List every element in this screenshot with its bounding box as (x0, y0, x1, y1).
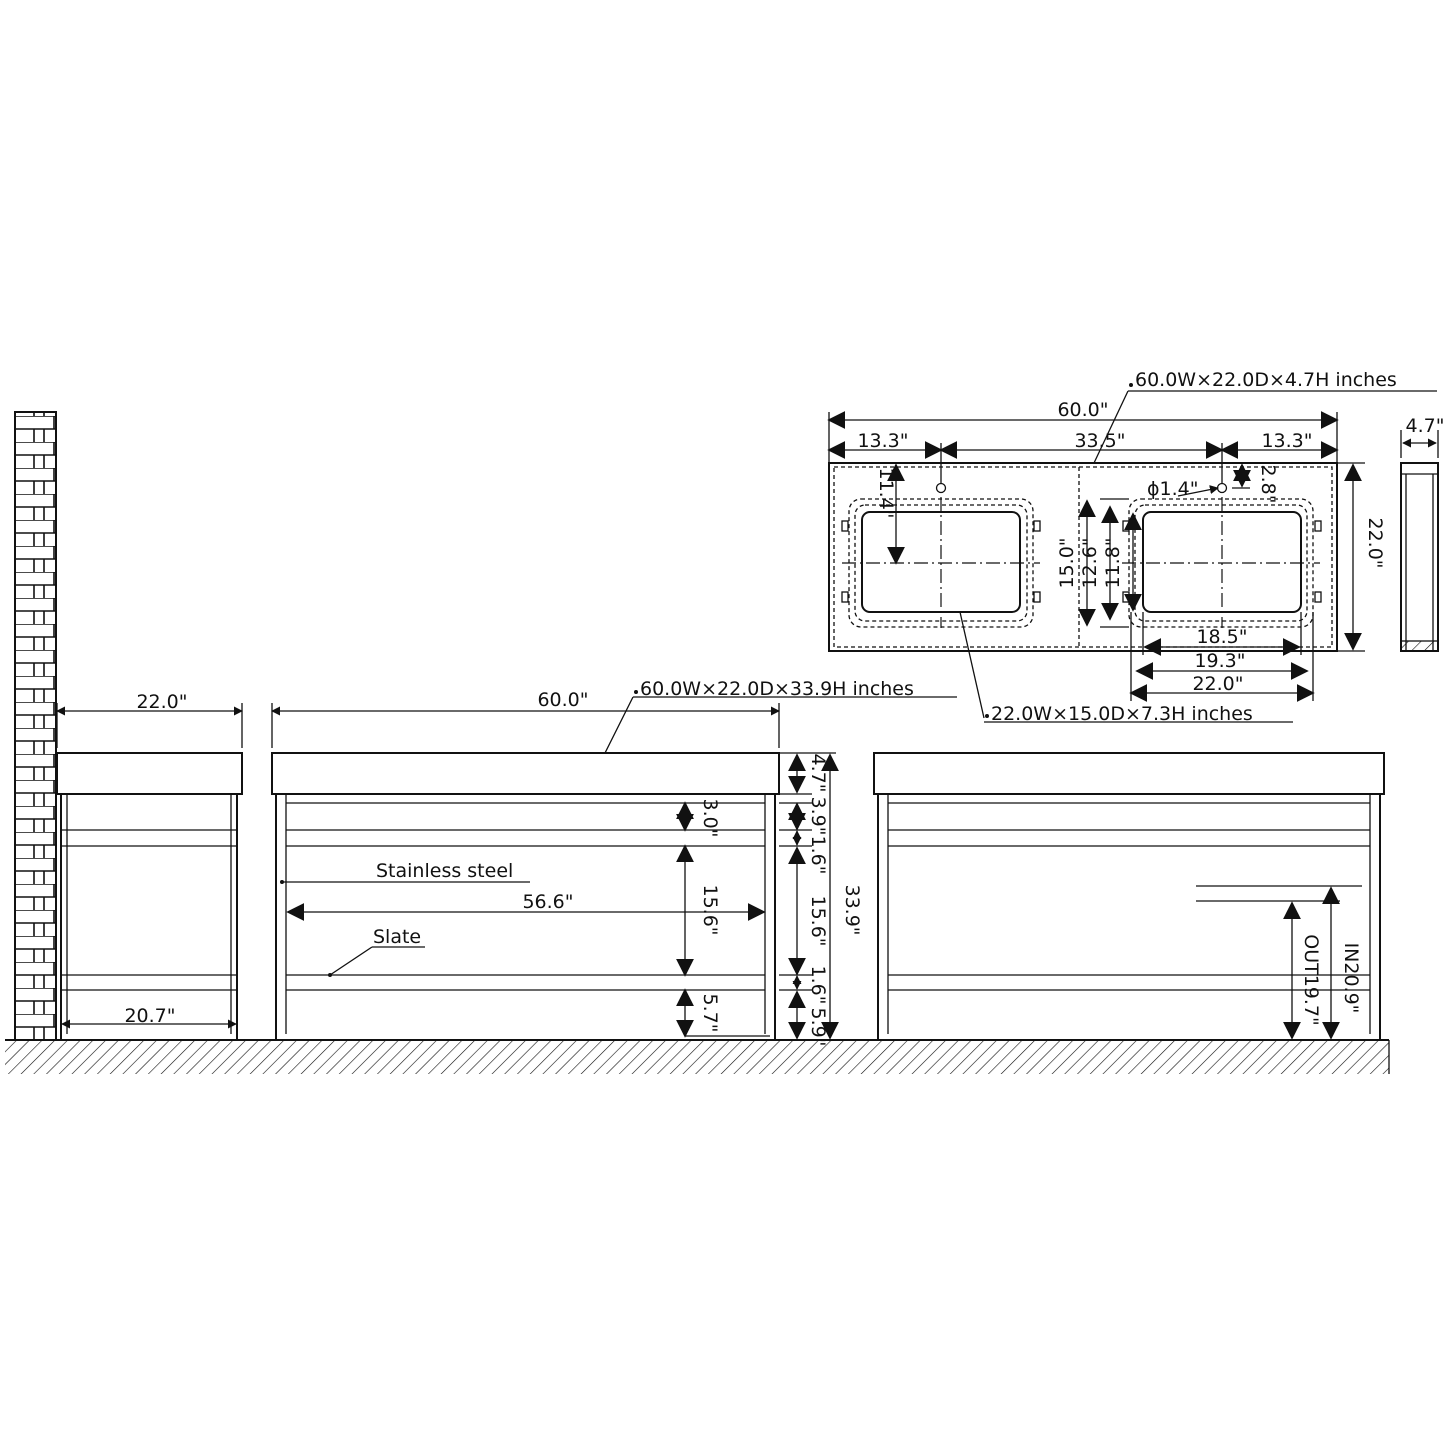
front-spec-label: 60.0W×22.0D×33.9H inches (640, 678, 914, 700)
top-spec-label: 60.0W×22.0D×4.7H inches (1135, 369, 1397, 391)
sink-inner-width-label: 18.5" (1196, 626, 1247, 648)
countertop-profile (1400, 430, 1439, 652)
slate-label: Slate (373, 926, 421, 948)
top-width-label: 60.0" (1057, 399, 1108, 421)
side-depth-label: 22.0" (136, 691, 187, 713)
chain-15-6-label: 15.6" (807, 895, 829, 946)
sink-spec-leader (959, 611, 985, 719)
faucet-offset-label: 2.8" (1257, 465, 1279, 504)
chain-5-9-label: 5.9" (807, 1008, 829, 1047)
sink-mid-width-label: 19.3" (1194, 650, 1245, 672)
sink-outer-width-label: 22.0" (1192, 673, 1243, 695)
stainless-steel-label: Stainless steel (376, 860, 513, 882)
slate-leader (329, 946, 373, 976)
inlet-label: IN20.9" (1340, 943, 1362, 1014)
front-spec-leader (604, 696, 634, 754)
front-offset-label: 11.4" (875, 467, 897, 518)
chain-3-9-label: 3.9" (807, 797, 829, 836)
leg-height-label: 5.7" (699, 994, 721, 1033)
brick-wall (14, 411, 57, 1041)
chain-1-6-top-label: 1.6" (807, 836, 829, 875)
floor (5, 1039, 1390, 1074)
total-height-label: 33.9" (841, 884, 863, 935)
center-spacing-label: 33.5" (1074, 430, 1125, 452)
height-chain (788, 753, 839, 1040)
sink-spec-label: 22.0W×15.0D×7.3H inches (991, 703, 1253, 725)
faucet-hole-leader (1177, 485, 1219, 497)
sink-inner-depth-label: 11.8" (1102, 537, 1124, 588)
sink-outer-depth-label: 15.0" (1056, 537, 1078, 588)
right-offset-label: 13.3" (1261, 430, 1312, 452)
side-view (56, 703, 243, 1040)
outlet-label: OUT19.7" (1300, 934, 1322, 1026)
front-view (271, 703, 836, 1040)
left-offset-label: 13.3" (857, 430, 908, 452)
sink-mid-depth-label: 12.6" (1079, 537, 1101, 588)
chain-4-7-label: 4.7" (807, 754, 829, 793)
inner-width-label: 56.6" (522, 891, 573, 913)
top-depth-label: 22.0" (1364, 517, 1386, 568)
drawer-gap-label: 3.0" (699, 799, 721, 838)
thickness-label: 4.7" (1406, 415, 1445, 437)
open-height-label: 15.6" (699, 884, 721, 935)
faucet-hole-label: ϕ1.4" (1147, 478, 1199, 500)
chain-1-6-bottom-label: 1.6" (807, 966, 829, 1005)
side-inner-depth-label: 20.7" (124, 1005, 175, 1027)
front-width-label: 60.0" (537, 689, 588, 711)
